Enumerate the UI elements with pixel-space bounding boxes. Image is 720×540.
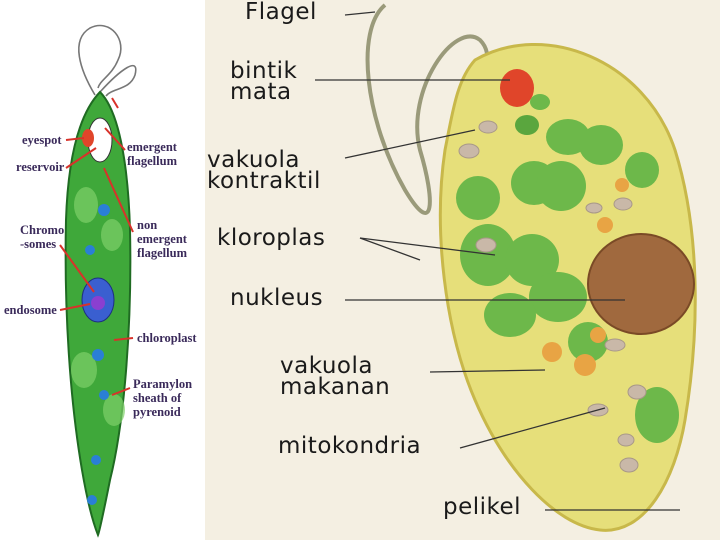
flagellum-loop-1 xyxy=(78,24,122,96)
endosome-label: endosome xyxy=(4,303,57,317)
eyespot-label: eyespot xyxy=(22,133,62,147)
kloroplas-label: kloroplas xyxy=(217,225,326,251)
euglena-indonesian-diagram xyxy=(315,3,697,532)
euglena-indonesian-panel: Flagel bintik mata vakuola kontraktil kl… xyxy=(205,0,720,540)
euglena-english-panel: eyespot reservoir Chromo -somes endosome… xyxy=(0,0,205,540)
flagellum-loop-2 xyxy=(99,64,137,97)
paramylon-granule xyxy=(98,204,110,216)
chloroplast-patch xyxy=(71,352,97,388)
pointer-arrows xyxy=(59,97,134,396)
paramylon-granule xyxy=(87,495,97,505)
vakuola-kontraktil-label: vakuola kontraktil xyxy=(207,147,321,194)
bintik-mata-shape xyxy=(500,69,534,107)
pointer-lines xyxy=(315,11,680,511)
chloroplast-patch xyxy=(74,187,98,223)
chromosomes-label: Chromo -somes xyxy=(20,223,65,251)
endosome-shape xyxy=(91,296,105,310)
vakuola-kontraktil-shape xyxy=(515,115,539,135)
paramylon-label: Paramylon sheath of pyrenoid xyxy=(133,377,193,419)
euglena-english-diagram xyxy=(59,24,137,538)
pelikel-label: pelikel xyxy=(443,494,522,520)
vakuola-makanan-label: vakuola makanan xyxy=(280,353,391,400)
paramylon-granule xyxy=(85,245,95,255)
chloroplast-patch xyxy=(103,394,125,426)
non-emergent-flagellum-label: non emergent flagellum xyxy=(137,218,187,260)
chloroplast-patch xyxy=(101,219,123,251)
chloroplast-label: chloroplast xyxy=(137,331,197,345)
emergent-flagellum-label: emergent flagellum xyxy=(127,140,177,168)
kloroplas-group xyxy=(456,119,679,443)
flagel-label: Flagel xyxy=(245,0,317,25)
flagel-shape xyxy=(365,3,490,215)
eyespot-shape xyxy=(82,129,94,147)
paramylon-granule xyxy=(99,390,109,400)
reservoir-label: reservoir xyxy=(16,160,65,174)
nukleus-label: nukleus xyxy=(230,285,324,311)
bintik-mata-label: bintik mata xyxy=(230,58,298,105)
vakuola-makanan-group xyxy=(542,178,629,376)
paramylon-granule xyxy=(91,455,101,465)
mitokondria-label: mitokondria xyxy=(278,433,422,459)
nukleus-shape xyxy=(587,233,695,335)
vakuola-kontraktil-shape xyxy=(530,94,550,110)
mitokondria-group xyxy=(458,120,647,473)
paramylon-granule xyxy=(92,349,104,361)
